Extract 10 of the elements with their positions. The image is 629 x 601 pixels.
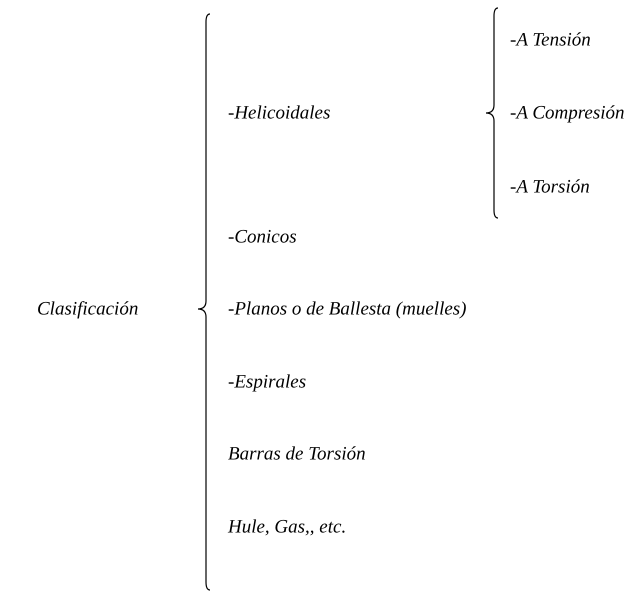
category-label: Clasificación bbox=[37, 300, 138, 318]
category-label: -Planos o de Ballesta (muelles) bbox=[228, 300, 467, 318]
category-label: -Conicos bbox=[228, 228, 297, 246]
category-label: -Espirales bbox=[228, 372, 306, 392]
category-label: Hule, Gas,, etc. bbox=[228, 518, 346, 536]
category-label: -A Compresión bbox=[510, 104, 625, 122]
category-label: -A Tensión bbox=[510, 30, 591, 50]
category-label: Barras de Torsión bbox=[228, 444, 366, 464]
category-label: -A Torsión bbox=[510, 178, 590, 196]
category-label: -Helicoidales bbox=[228, 104, 330, 122]
